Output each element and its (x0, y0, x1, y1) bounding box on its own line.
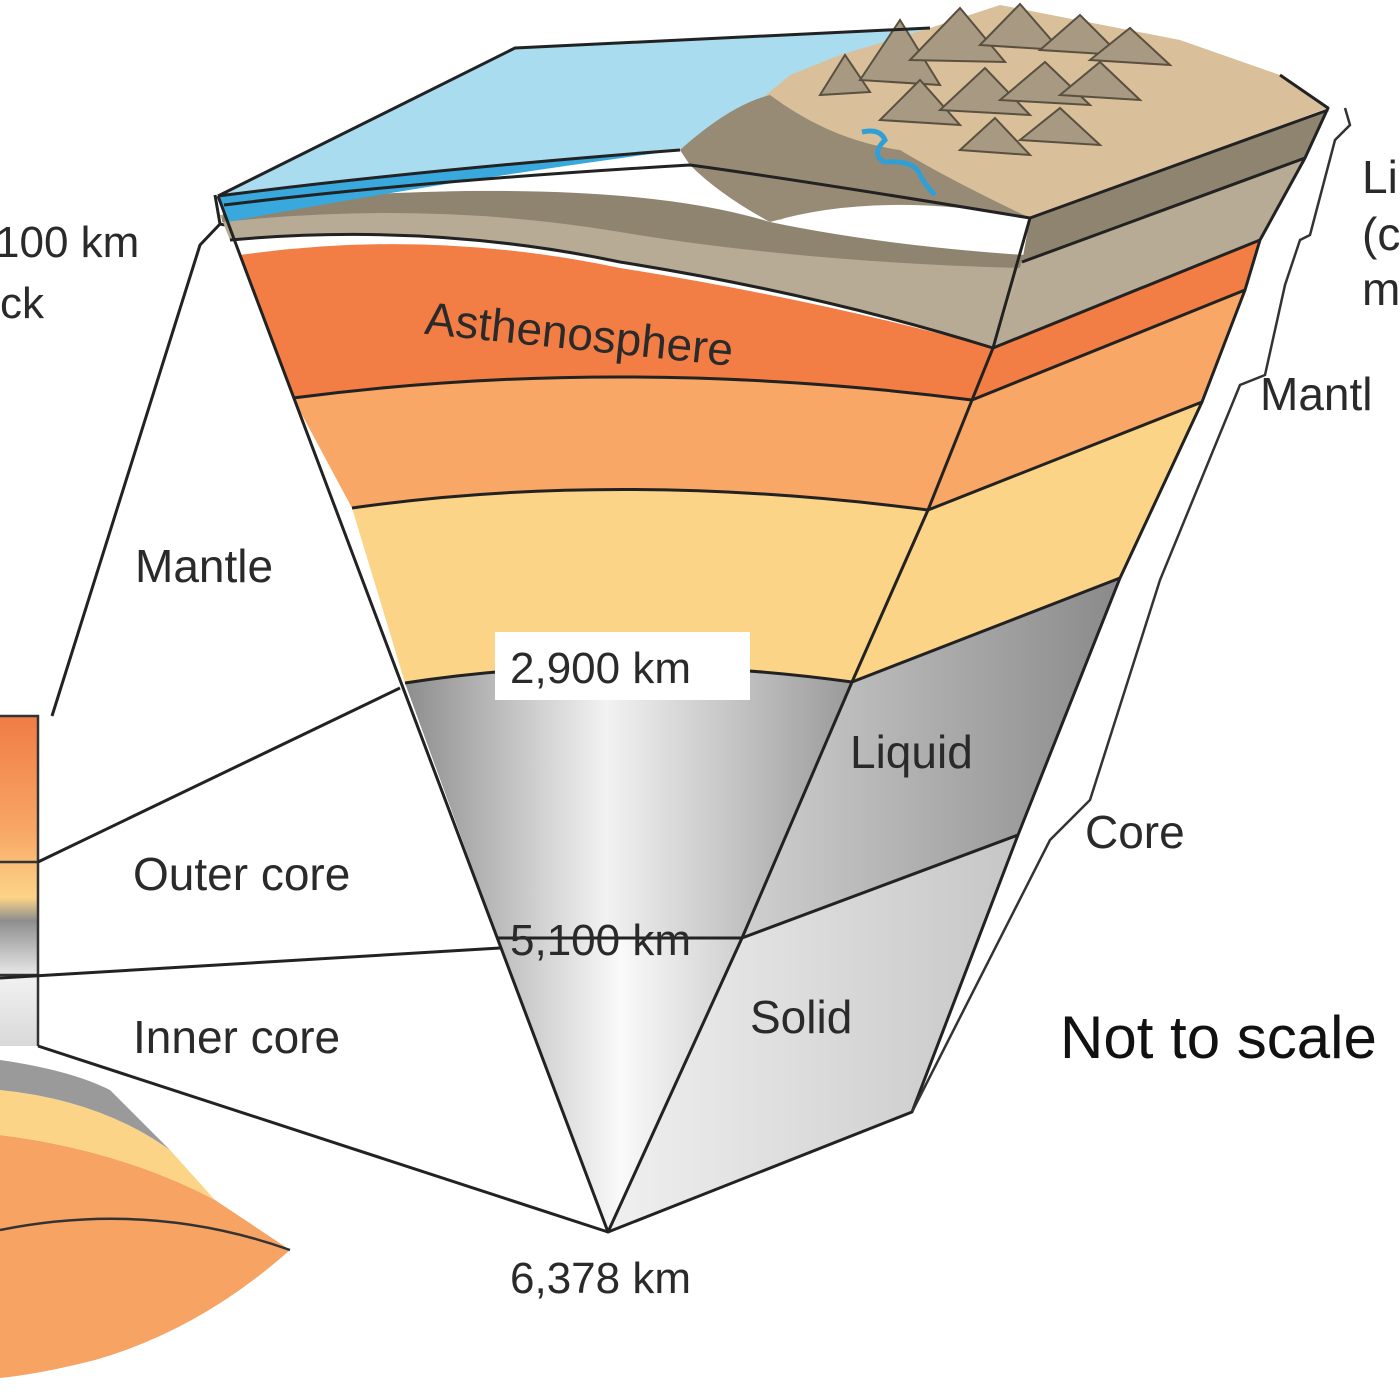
label-liquid: Liquid (850, 726, 973, 778)
outer-core-region (405, 666, 852, 938)
label-outer-core: Outer core (133, 848, 350, 900)
upper-mantle-region (293, 376, 972, 510)
label-lithosphere-partial-2: (c (1362, 208, 1400, 260)
crust-dark-band (222, 190, 1024, 268)
globe-wedge-core (0, 1060, 170, 1150)
side-outer-core (742, 578, 1120, 938)
block-front-face (218, 140, 1024, 1232)
side-asthenosphere (972, 240, 1260, 400)
side-inner-core (608, 835, 1018, 1232)
leader-lines (0, 194, 609, 1234)
mountain-range (818, 2, 1173, 157)
right-brace (910, 107, 1352, 1113)
label-bg-2900 (495, 632, 750, 700)
river-icon (861, 128, 937, 197)
globe-cutaway-fragment (0, 714, 291, 1378)
side-upper-mantle (928, 290, 1245, 510)
globe-section-strip (0, 716, 38, 1046)
label-inner-core: Inner core (133, 1011, 340, 1063)
label-depth-2900: 2,900 km (510, 644, 691, 693)
block-side-face (608, 110, 1328, 1232)
label-not-to-scale: Not to scale (1060, 1004, 1377, 1071)
label-thick-partial: ck (0, 279, 45, 328)
label-solid: Solid (750, 991, 852, 1043)
label-lithosphere-partial-3: m (1362, 263, 1400, 315)
side-lithosphere (993, 158, 1305, 348)
label-core: Core (1085, 806, 1185, 858)
inner-core-region (498, 938, 742, 1232)
globe-wedge-outer (0, 1135, 290, 1378)
label-depth-5100: 5,100 km (510, 916, 691, 965)
side-lower-mantle (852, 402, 1202, 682)
label-depth-6378: 6,378 km (510, 1254, 691, 1303)
label-lithosphere-partial-1: Li (1362, 151, 1398, 203)
label-mantle-right: Mantl (1260, 368, 1372, 420)
label-depth-100-partial: 100 km (0, 218, 139, 267)
continental-slope (680, 95, 1030, 222)
block-outlines (216, 26, 1330, 1234)
asthenosphere-region (240, 244, 993, 400)
block-top-surface (218, 2, 1328, 222)
ocean-surface (218, 28, 930, 196)
globe-wedge-mantle (0, 1090, 215, 1200)
label-mantle-left: Mantle (135, 540, 273, 592)
side-crust-top (1022, 110, 1328, 262)
